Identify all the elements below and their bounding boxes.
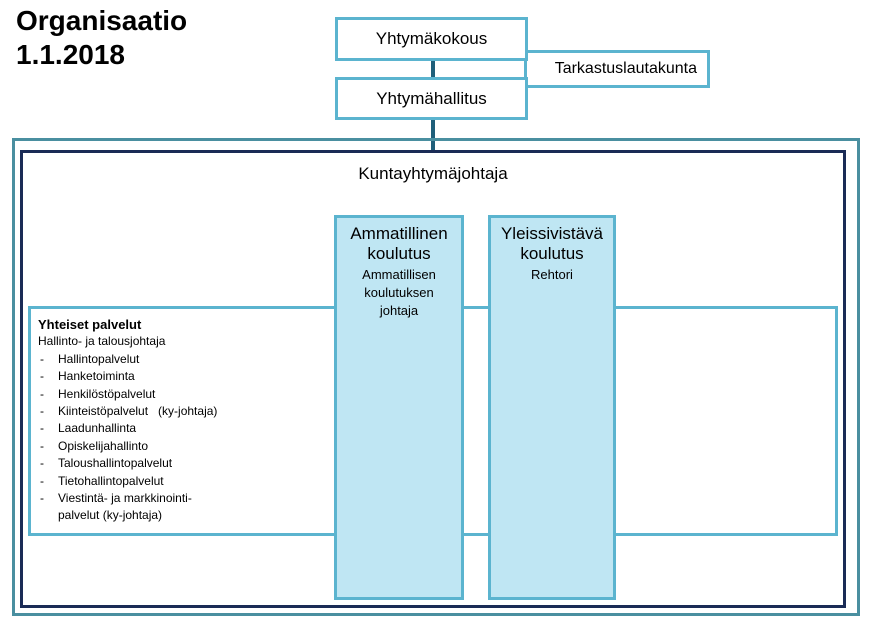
assembly-label: Yhtymäkokous — [375, 29, 488, 48]
general-sub: Rehtori — [491, 266, 613, 284]
list-item: Hallintopalvelut — [38, 351, 328, 369]
director-label: Kuntayhtymäjohtaja — [358, 164, 508, 183]
list-item: Taloushallintopalvelut — [38, 455, 328, 473]
shared-services-lead: Hallinto- ja talousjohtaja — [38, 334, 166, 349]
list-item: Kiinteistöpalvelut (ky-johtaja) — [38, 403, 328, 421]
vocational-heading-1: Ammatillinen — [350, 224, 448, 243]
vocational-sub-2: koulutuksen — [364, 285, 434, 300]
board-box: Yhtymähallitus — [335, 77, 528, 120]
list-item: Hanketoiminta — [38, 368, 328, 386]
shared-services-list: Yhteiset palvelut Hallinto- ja talousjoh… — [38, 316, 328, 525]
list-item: Laadunhallinta — [38, 420, 328, 438]
vocational-sub-3: johtaja — [379, 303, 419, 318]
audit-committee-box: Tarkastuslautakunta — [524, 50, 710, 88]
general-heading-2: koulutus — [520, 244, 584, 263]
assembly-box: Yhtymäkokous — [335, 17, 528, 61]
vocational-sub: Ammatillisen koulutuksen johtaja — [337, 266, 461, 320]
connector-board-director — [431, 118, 435, 152]
page-title: Organisaatio 1.1.2018 — [16, 4, 316, 72]
list-item: Viestintä- ja markkinointi- — [38, 490, 328, 508]
vocational-education-column: Ammatillinen koulutus Ammatillisen koulu… — [334, 215, 464, 600]
shared-services-items: Hallintopalvelut Hanketoiminta Henkilöst… — [38, 351, 328, 508]
connector-assembly-board — [431, 60, 435, 82]
list-item: Tietohallintopalvelut — [38, 473, 328, 491]
director-frame — [20, 150, 846, 608]
vocational-sub-1: Ammatillisen — [362, 267, 436, 282]
general-sub-1: Rehtori — [531, 267, 573, 282]
list-item: Henkilöstöpalvelut — [38, 386, 328, 404]
general-heading-1: Yleissivistävä — [500, 224, 604, 243]
shared-services-title: Yhteiset palvelut — [38, 317, 142, 332]
title-line-1: Organisaatio — [16, 5, 188, 36]
title-line-2: 1.1.2018 — [16, 39, 125, 70]
list-item: Opiskelijahallinto — [38, 438, 328, 456]
organization-outer-frame — [12, 138, 860, 616]
general-education-column: Yleissivistävä koulutus Rehtori — [488, 215, 616, 600]
board-label: Yhtymähallitus — [376, 88, 487, 108]
list-item-continuation: palvelut (ky-johtaja) — [58, 508, 163, 523]
vocational-heading-2: koulutus — [367, 244, 431, 263]
audit-committee-label: Tarkastuslautakunta — [554, 60, 697, 77]
